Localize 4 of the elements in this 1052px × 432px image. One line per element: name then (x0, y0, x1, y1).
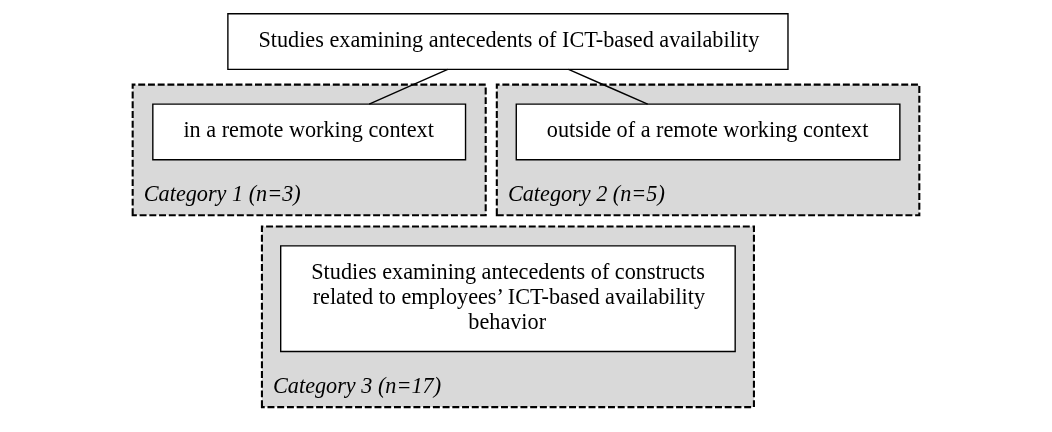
node-box: outside of a remote working context (515, 103, 901, 161)
node-box: Studies examining antecedents of ICT-based availability (227, 13, 789, 71)
node-box: Studies examining antecedents of constructs related to employees’ ICT-based availability behavior (280, 245, 736, 353)
node-box: in a remote working context (152, 103, 467, 161)
